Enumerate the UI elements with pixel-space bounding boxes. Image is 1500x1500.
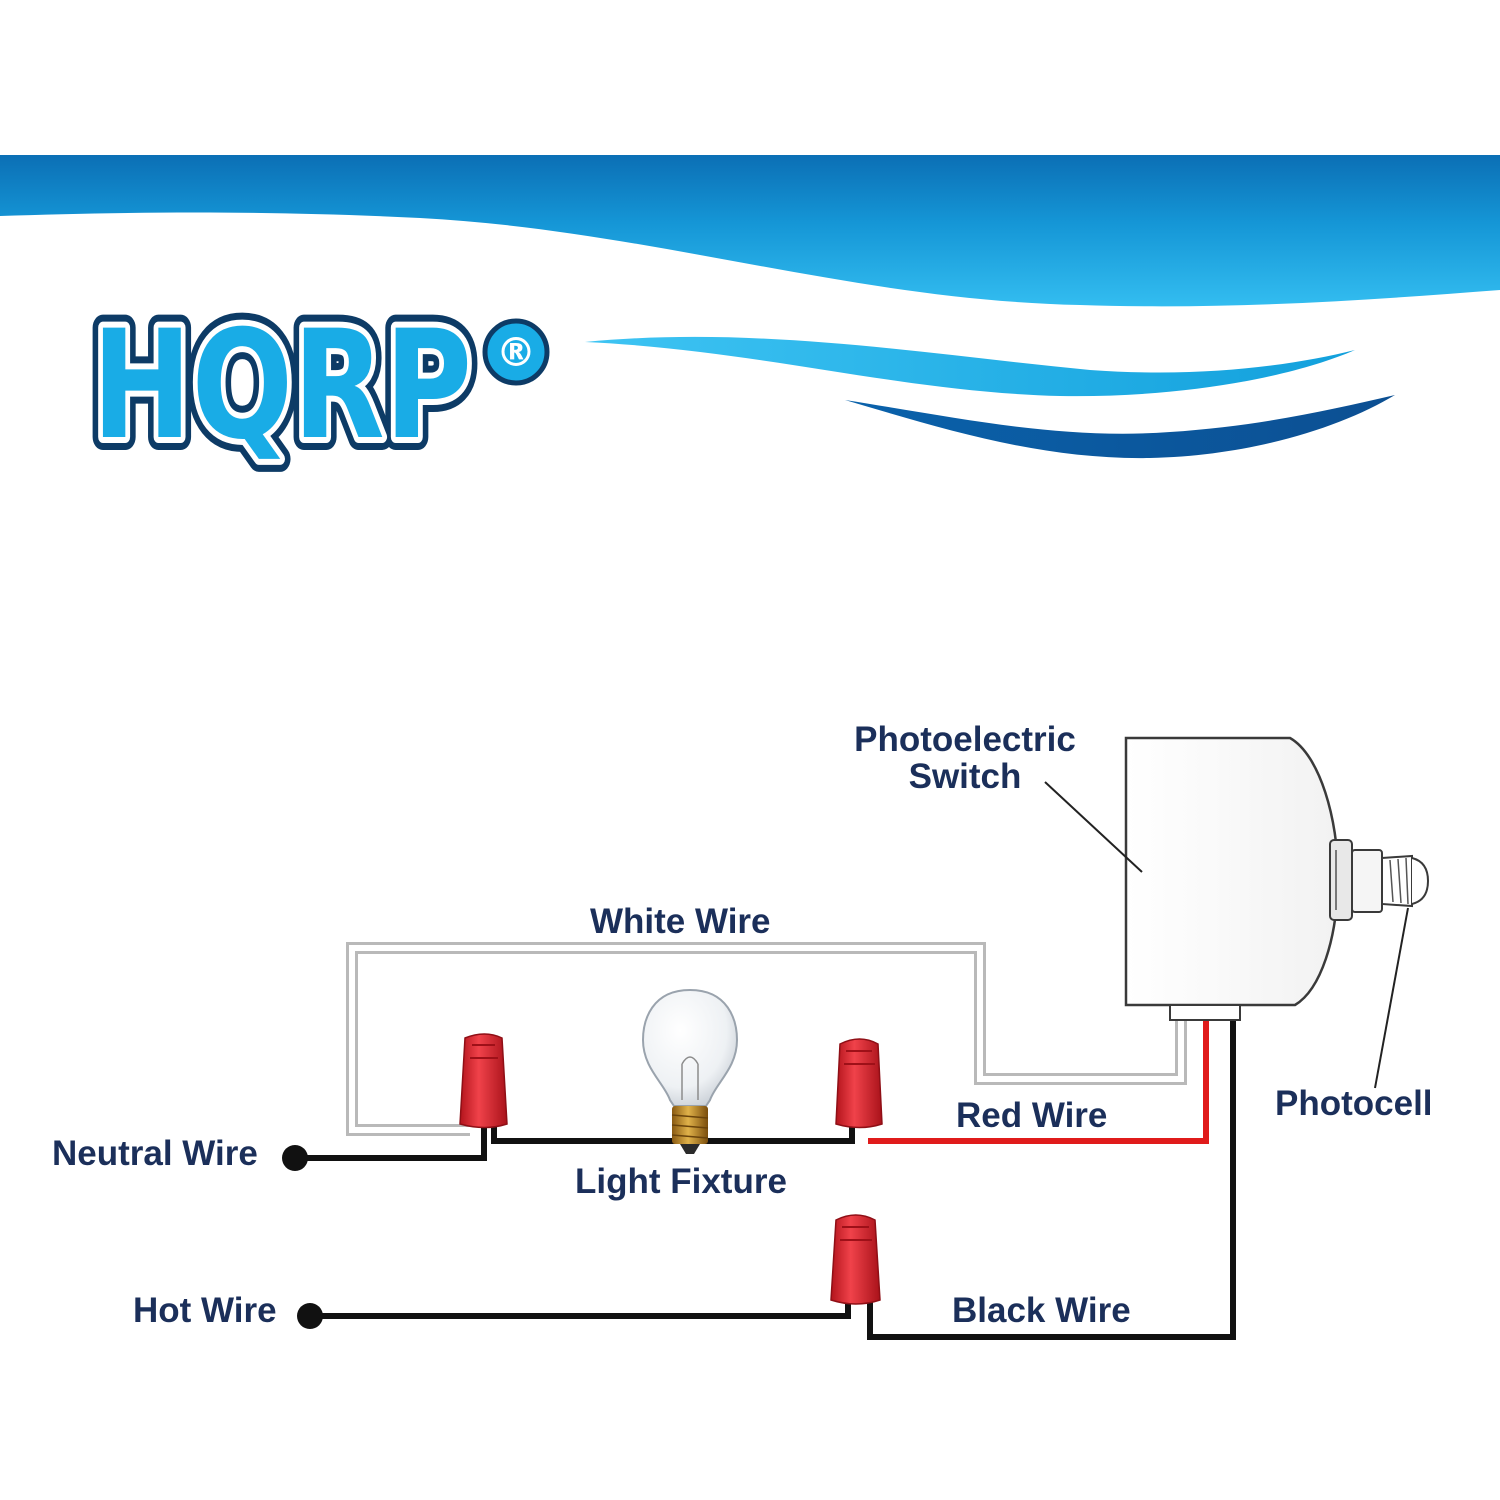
banner-stripe-dark <box>845 395 1395 459</box>
black-wire-label: Black Wire <box>952 1291 1131 1330</box>
neutral-wire <box>296 1118 487 1161</box>
banner-stripe-light <box>585 336 1355 397</box>
wire-nut-left <box>459 1033 508 1129</box>
logo-text-white: HQRP <box>92 299 472 473</box>
hot-wire <box>310 1296 851 1319</box>
banner-wave <box>0 155 1500 307</box>
photoelectric-switch-label: Photoelectric Switch <box>840 722 1090 794</box>
wire-nut-right <box>835 1038 883 1129</box>
white-wire-core <box>349 945 1184 1133</box>
registered-mark-circle <box>482 318 550 386</box>
header-banner: HQRP HQRP HQRP ® <box>0 155 1500 486</box>
registered-mark: ® <box>496 330 536 376</box>
red-wire <box>868 1020 1209 1144</box>
logo-text-outline: HQRP <box>92 299 472 473</box>
neutral-wire-label: Neutral Wire <box>52 1134 258 1173</box>
photocell-icon <box>1329 839 1430 921</box>
hot-wire-label: Hot Wire <box>133 1291 277 1330</box>
photocell-leader-line <box>1374 907 1409 1089</box>
hot-terminal <box>297 1303 323 1329</box>
hqrp-logo: HQRP HQRP HQRP ® <box>79 286 550 486</box>
red-wire-label: Red Wire <box>956 1096 1108 1135</box>
black-wire <box>867 1020 1236 1340</box>
switch-leader-line <box>1044 781 1143 873</box>
neutral-terminal <box>282 1145 308 1171</box>
light-fixture-label: Light Fixture <box>575 1162 787 1201</box>
light-bulb-icon <box>641 988 739 1154</box>
photoelectric-switch-label-line1: Photoelectric <box>854 720 1076 759</box>
photoelectric-switch-box <box>1124 736 1340 1021</box>
photoelectric-switch-label-line2: Switch <box>908 757 1022 796</box>
photocell-label: Photocell <box>1275 1084 1433 1123</box>
white-wire-label: White Wire <box>590 902 771 941</box>
logo-text-fill: HQRP <box>92 299 472 473</box>
wire-nut-bottom <box>830 1214 881 1305</box>
